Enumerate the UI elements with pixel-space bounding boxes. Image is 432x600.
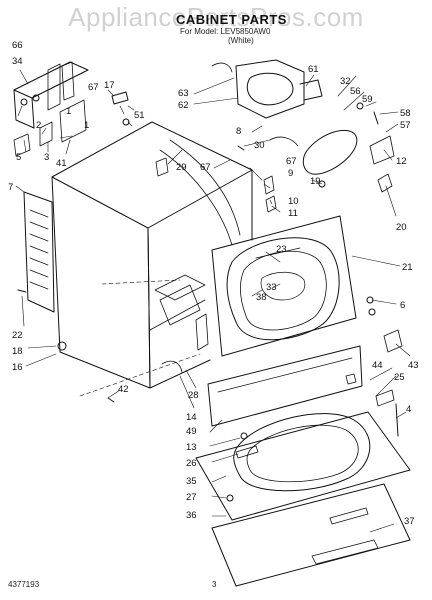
callout-11: 11 <box>288 208 298 219</box>
callout-66: 66 <box>12 40 23 51</box>
callout-21: 21 <box>402 262 413 273</box>
base-tray <box>211 483 411 587</box>
callout-58: 58 <box>400 108 411 119</box>
side-panel <box>23 191 55 313</box>
front-panel <box>211 215 357 357</box>
top-cover <box>195 411 411 521</box>
callout-62: 62 <box>178 100 189 111</box>
callout-51: 51 <box>134 110 145 121</box>
callout-63: 63 <box>178 88 189 99</box>
callout-41: 41 <box>56 158 67 169</box>
callout-19: 19 <box>310 176 321 187</box>
drive-belt <box>302 129 358 175</box>
callout-32: 32 <box>340 76 351 87</box>
callout-33: 33 <box>266 282 277 293</box>
callout-59: 59 <box>362 94 373 105</box>
callout-leaders <box>15 69 411 533</box>
control-console <box>13 61 89 157</box>
callout-25: 25 <box>394 372 405 383</box>
callout-57: 57 <box>400 120 411 131</box>
callout-35: 35 <box>186 476 197 487</box>
document-number: 4377193 <box>8 580 40 589</box>
callout-26: 26 <box>186 458 197 469</box>
page-number: 3 <box>212 580 217 589</box>
callout-22: 22 <box>12 330 23 341</box>
callout-1: 1 <box>66 106 71 117</box>
callout-38: 38 <box>256 292 267 303</box>
model-line: For Model: LEV5850AW0 <box>180 27 271 36</box>
color-line: (White) <box>228 36 254 45</box>
callout-13: 13 <box>186 442 197 453</box>
callout-5: 5 <box>16 152 21 163</box>
callout-43: 43 <box>408 360 419 371</box>
callout-10: 10 <box>288 196 299 207</box>
toe-panel <box>207 345 363 427</box>
callout-16: 16 <box>12 362 23 373</box>
diagram-title: CABINET PARTS <box>176 12 287 27</box>
callout-49: 49 <box>186 426 197 437</box>
small-hardware <box>17 91 403 502</box>
callout-9: 9 <box>288 168 293 179</box>
callout-17: 17 <box>104 80 115 91</box>
callout-28: 28 <box>188 390 199 401</box>
callout-67b: 67 <box>200 162 211 173</box>
callout-23: 23 <box>276 244 287 255</box>
callout-6: 6 <box>400 300 405 311</box>
callout-8: 8 <box>236 126 241 137</box>
callout-12: 12 <box>396 156 407 167</box>
callout-36: 36 <box>186 510 197 521</box>
callout-20: 20 <box>396 222 407 233</box>
part-callout-labels: 66 34 17 67 51 63 62 61 32 56 59 58 57 1… <box>8 40 419 527</box>
callout-61: 61 <box>308 64 319 75</box>
callout-37: 37 <box>404 516 415 527</box>
callout-30: 30 <box>254 140 265 151</box>
callout-2: 2 <box>36 120 41 131</box>
callout-27: 27 <box>186 492 197 503</box>
callout-18: 18 <box>12 346 23 357</box>
callout-56: 56 <box>350 86 361 97</box>
callout-42: 42 <box>118 384 129 395</box>
callout-44: 44 <box>372 360 383 371</box>
callout-3: 3 <box>44 152 49 163</box>
callout-67: 67 <box>88 82 99 93</box>
callout-14: 14 <box>186 412 197 423</box>
callout-29: 29 <box>176 162 187 173</box>
callout-34: 34 <box>12 56 23 67</box>
callout-4: 4 <box>406 404 411 415</box>
callout-7: 7 <box>8 182 13 193</box>
cabinet-body <box>51 121 253 389</box>
callout-67c: 67 <box>286 156 297 167</box>
watermark-text: AppliancePartsPros.com <box>68 2 364 32</box>
motor-assembly <box>211 59 323 119</box>
callout-1b: 1 <box>84 120 89 131</box>
